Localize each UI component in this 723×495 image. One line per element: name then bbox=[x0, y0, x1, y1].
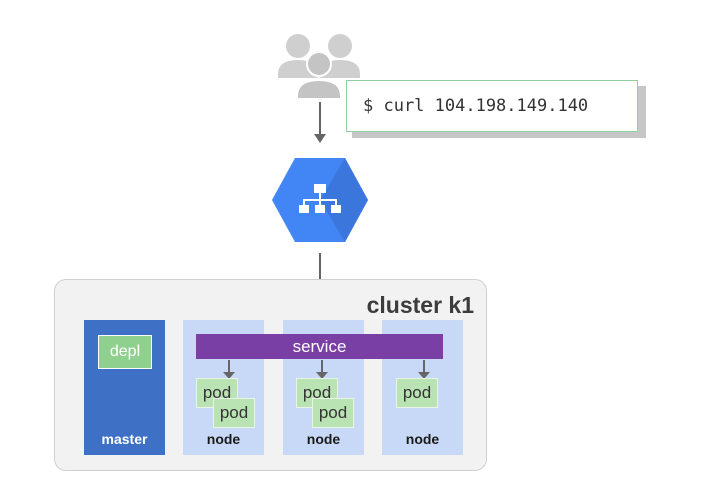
arrow-users-to-lb bbox=[319, 102, 321, 135]
arrow-service-to-pod-2-head bbox=[316, 372, 328, 379]
pod: pod bbox=[312, 398, 354, 428]
arrow-service-to-pod-1-head bbox=[223, 372, 235, 379]
arrow-service-to-pod-3 bbox=[423, 360, 425, 374]
node-label: node bbox=[405, 431, 440, 447]
pod: pod bbox=[396, 378, 438, 408]
pod: pod bbox=[213, 398, 255, 428]
node-label: node bbox=[306, 431, 341, 447]
arrow-users-to-lb-head bbox=[314, 134, 326, 143]
node-label: node bbox=[206, 431, 241, 447]
curl-command-box: $ curl 104.198.149.140 bbox=[346, 80, 638, 132]
arrow-service-to-pod-3-head bbox=[418, 372, 430, 379]
arrow-service-to-pod-1 bbox=[228, 360, 230, 374]
users-icon bbox=[278, 34, 360, 100]
master-label: master bbox=[101, 431, 148, 447]
pod: pod bbox=[196, 378, 238, 408]
deployment-box: depl bbox=[98, 335, 152, 369]
curl-command-text: $ curl 104.198.149.140 bbox=[363, 96, 589, 116]
cluster-title: cluster k1 bbox=[366, 292, 474, 318]
arrow-service-to-pod-2 bbox=[321, 360, 323, 374]
load-balancer-icon bbox=[272, 158, 368, 242]
service-bar: service bbox=[196, 334, 443, 359]
